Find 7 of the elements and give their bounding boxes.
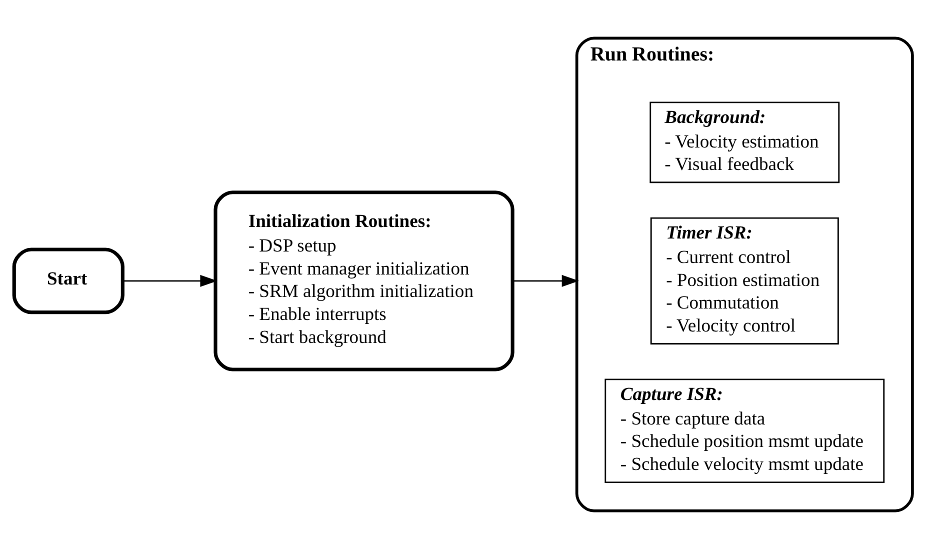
node-box: Background: - Velocity estimation - Visual feedback xyxy=(650,101,840,183)
node-box: Timer ISR: - Current control - Position estimation - Commutation - Velocity control xyxy=(650,216,839,344)
arrow xyxy=(512,274,579,286)
node-box: Capture ISR: - Store capture data - Schedule position msmt update - Schedule velocity msmt update xyxy=(604,378,885,483)
node-box: Initialization Routines: - DSP setup - Event manager initialization - SRM algorithm initialization - Enable interrupts - Start background xyxy=(214,190,514,371)
arrow xyxy=(122,274,218,286)
node-box: Start xyxy=(12,247,124,314)
